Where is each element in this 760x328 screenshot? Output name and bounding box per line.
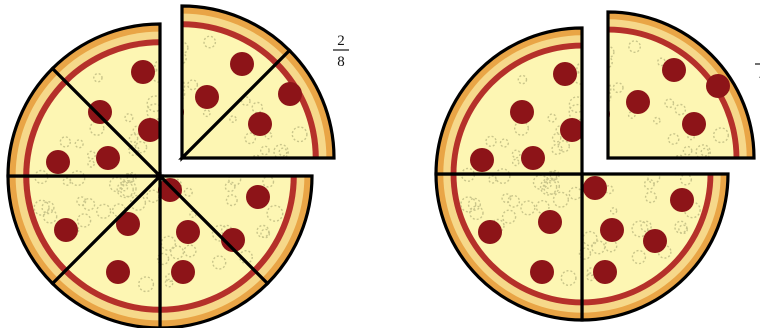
pepperoni: [530, 260, 554, 284]
cheese-texture: [166, 98, 176, 108]
cheese-texture: [657, 163, 665, 171]
pepperoni: [248, 112, 272, 136]
cheese-texture: [239, 164, 247, 172]
cheese-texture: [675, 164, 683, 172]
pepperoni: [171, 260, 195, 284]
cheese-texture: [587, 99, 597, 109]
cheese-texture: [239, 164, 247, 172]
cheese-texture: [239, 164, 247, 172]
pepperoni: [230, 52, 254, 76]
pepperoni: [246, 185, 270, 209]
pepperoni: [96, 146, 120, 170]
pepperoni: [478, 220, 502, 244]
cheese-texture: [675, 164, 683, 172]
cheese-texture: [166, 98, 176, 108]
cheese-texture: [239, 164, 247, 172]
cheese-texture: [257, 166, 265, 174]
pepperoni: [583, 176, 607, 200]
cheese-texture: [587, 99, 597, 109]
pepperoni: [46, 150, 70, 174]
cheese-texture: [239, 164, 247, 172]
cheese-texture: [285, 158, 296, 169]
pepperoni: [538, 210, 562, 234]
cheese-texture: [192, 161, 203, 172]
pepperoni: [626, 90, 650, 114]
pepperoni: [176, 220, 200, 244]
cheese-texture: [617, 161, 628, 172]
cheese-texture: [247, 164, 257, 174]
cheese-texture: [166, 98, 176, 108]
pepperoni: [706, 74, 730, 98]
pizza-quarters: [436, 12, 754, 320]
cheese-texture: [192, 161, 203, 172]
pepperoni: [670, 188, 694, 212]
cheese-texture: [657, 163, 665, 171]
cheese-texture: [584, 125, 595, 136]
fraction-1-denominator: 8: [337, 54, 345, 70]
cheese-texture: [671, 164, 681, 174]
pepperoni: [278, 82, 302, 106]
pizza-eighths: [8, 6, 334, 328]
cheese-texture: [257, 166, 265, 174]
pepperoni: [553, 62, 577, 86]
pepperoni: [106, 260, 130, 284]
cheese-texture: [166, 98, 176, 108]
cheese-texture: [257, 166, 265, 174]
pepperoni: [131, 60, 155, 84]
cheese-texture: [584, 60, 593, 69]
cheese-texture: [587, 99, 597, 109]
pepperoni: [682, 112, 706, 136]
pepperoni: [195, 85, 219, 109]
fraction-1-numerator: 2: [337, 33, 345, 49]
pepperoni: [54, 218, 78, 242]
cheese-texture: [257, 166, 265, 174]
pepperoni: [470, 148, 494, 172]
fraction-label-1: 2 8: [333, 33, 349, 70]
cheese-texture: [285, 158, 296, 169]
cheese-texture: [239, 164, 247, 172]
cheese-texture: [707, 158, 718, 169]
cheese-texture: [247, 164, 257, 174]
cheese-texture: [166, 98, 176, 108]
pepperoni: [643, 229, 667, 253]
fraction-label-2: 1 4: [755, 47, 760, 84]
cheese-texture: [657, 163, 665, 171]
cheese-texture: [166, 98, 176, 108]
cheese-texture: [257, 166, 265, 174]
pepperoni: [600, 218, 624, 242]
pepperoni: [593, 260, 617, 284]
pepperoni: [662, 58, 686, 82]
pepperoni: [510, 100, 534, 124]
cheese-texture: [675, 164, 683, 172]
pepperoni: [521, 146, 545, 170]
cheese-texture: [257, 166, 265, 174]
